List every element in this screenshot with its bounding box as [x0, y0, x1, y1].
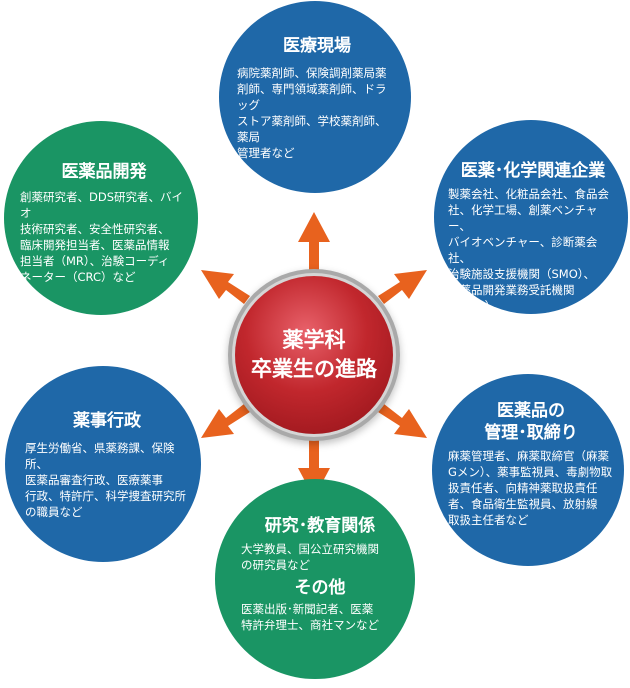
arrow-lower-left: [201, 404, 250, 438]
node-regulation-title: 医薬品の 管理･取締り: [484, 401, 578, 443]
node-research-subtitle: その他: [294, 578, 346, 598]
center-label: 薬学科 卒業生の進路: [251, 328, 377, 381]
arrow-down: [298, 440, 330, 498]
node-regulation: 医薬品の 管理･取締り 麻薬管理者、麻薬取締官（麻薬 Gメン）、薬事監視員、毒劇…: [432, 374, 624, 566]
node-clinical-title: 医療現場: [283, 36, 351, 56]
node-industry-title: 医薬･化学関連企業: [460, 161, 606, 181]
node-development: 医薬品開発 創薬研究者、DDS研究者、バイオ 技術研究者、安全性研究者、 臨床開…: [4, 121, 198, 315]
arrow-upper-right: [378, 270, 427, 304]
arrow-upper-left: [201, 270, 250, 304]
node-administration-body: 厚生労働省、県薬務課、保険所、 医薬品審査行政、医療薬事 行政、特許庁、科学捜査…: [25, 441, 186, 519]
node-regulation-body: 麻薬管理者、麻薬取締官（麻薬 Gメン）、薬事監視員、毒劇物取 扱責任者、向精神薬…: [448, 449, 613, 527]
node-development-title: 医薬品開発: [61, 162, 147, 182]
node-industry: 医薬･化学関連企業 製薬会社、化粧品会社、食品会 社、化学工場、創薬ベンチャー、…: [434, 120, 628, 329]
center-node: 薬学科 卒業生の進路: [235, 276, 393, 434]
node-research-subbody: 医薬出版･新聞記者、医薬 特許弁理士、商社マンなど: [241, 602, 379, 632]
node-administration-title: 薬事行政: [73, 411, 141, 431]
node-research-title: 研究･教育関係: [264, 516, 376, 536]
node-clinical: 医療現場 病院薬剤師、保険調剤薬局薬 剤師、専門領域薬剤師、ドラッグ ストア薬剤…: [219, 1, 411, 193]
node-clinical-body: 病院薬剤師、保険調剤薬局薬 剤師、専門領域薬剤師、ドラッグ ストア薬剤師、学校薬…: [237, 66, 387, 160]
arrow-up: [298, 212, 330, 270]
node-administration: 薬事行政 厚生労働省、県薬務課、保険所、 医薬品審査行政、医療薬事 行政、特許庁…: [5, 366, 201, 562]
node-research: 研究･教育関係 大学教員、国公立研究機関 の研究員など その他 医薬出版･新聞記…: [215, 479, 415, 679]
node-development-body: 創薬研究者、DDS研究者、バイオ 技術研究者、安全性研究者、 臨床開発担当者、医…: [20, 190, 184, 284]
arrow-lower-right: [378, 404, 427, 438]
node-industry-body: 製薬会社、化粧品会社、食品会 社、化学工場、創薬ベンチャー、 バイオベンチャー、…: [448, 187, 609, 329]
node-research-body: 大学教員、国公立研究機関 の研究員など: [241, 542, 379, 572]
